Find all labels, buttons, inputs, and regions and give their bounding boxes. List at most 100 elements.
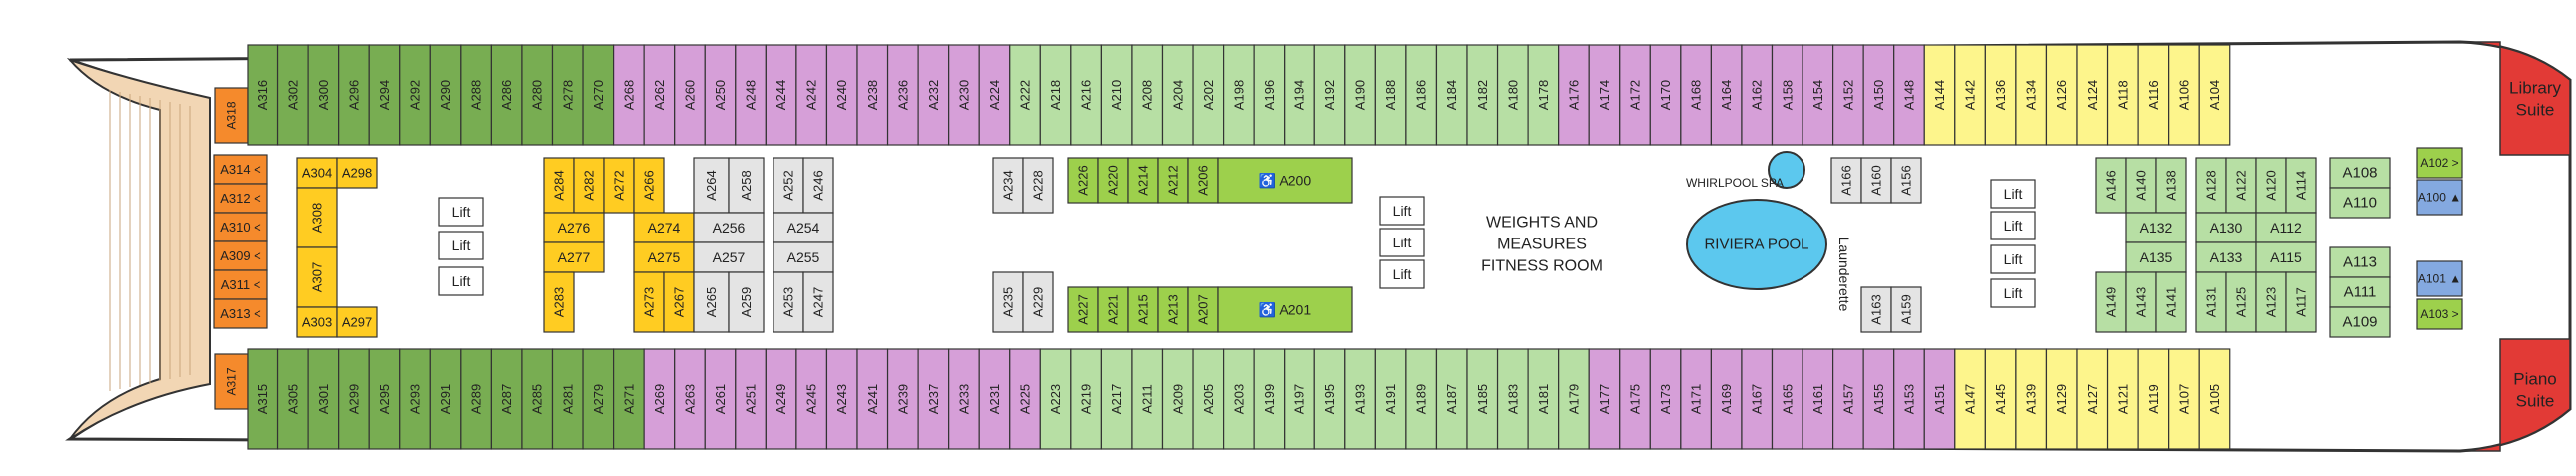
cabin-box[interactable] bbox=[2076, 44, 2109, 146]
cabin-box[interactable] bbox=[551, 348, 584, 450]
lift-box[interactable] bbox=[438, 197, 484, 227]
cabin-box[interactable] bbox=[1284, 44, 1315, 146]
cabin-A245[interactable]: A245 bbox=[795, 348, 828, 450]
cabin-A175[interactable]: A175 bbox=[1619, 348, 1651, 450]
cabin-box[interactable] bbox=[765, 348, 797, 450]
cabin-box[interactable] bbox=[2198, 348, 2231, 450]
cabin-A237[interactable]: A237 bbox=[917, 348, 950, 450]
cabin-box[interactable] bbox=[1022, 157, 1054, 214]
cabin-A129[interactable]: A129 bbox=[2045, 348, 2078, 450]
cabin-box[interactable] bbox=[1067, 286, 1099, 333]
cabin-box[interactable] bbox=[399, 44, 431, 146]
cabin-box[interactable] bbox=[1831, 44, 1864, 146]
cabin-box[interactable] bbox=[1435, 348, 1468, 450]
cabin-A240[interactable]: A240 bbox=[825, 44, 858, 146]
cabin-box[interactable] bbox=[307, 348, 340, 450]
cabin-box[interactable] bbox=[2416, 147, 2463, 179]
cabin-A281[interactable]: A281 bbox=[551, 348, 584, 450]
cabin-A232[interactable]: A232 bbox=[917, 44, 950, 146]
cabin-A113[interactable]: A113 bbox=[2329, 246, 2391, 278]
cabin-box[interactable] bbox=[992, 157, 1024, 214]
cabin-A246[interactable]: A246 bbox=[802, 157, 834, 214]
lift[interactable]: Lift bbox=[1379, 259, 1425, 289]
cabin-box[interactable] bbox=[917, 348, 950, 450]
cabin-A218[interactable]: A218 bbox=[1039, 44, 1072, 146]
cabin-A209[interactable]: A209 bbox=[1161, 348, 1194, 450]
lift-box[interactable] bbox=[438, 266, 484, 296]
cabin-box[interactable] bbox=[2045, 348, 2078, 450]
cabin-A292[interactable]: A292 bbox=[399, 44, 431, 146]
lift[interactable]: Lift bbox=[1990, 211, 2036, 240]
cabin-A277[interactable]: A277 bbox=[543, 241, 605, 273]
cabin-A273[interactable]: A273 bbox=[633, 271, 665, 333]
cabin-A196[interactable]: A196 bbox=[1253, 44, 1286, 146]
cabin-box[interactable] bbox=[1741, 348, 1774, 450]
cabin-A225[interactable]: A225 bbox=[1009, 348, 1041, 450]
lift-box[interactable] bbox=[438, 231, 484, 260]
cabin-box[interactable] bbox=[582, 348, 615, 450]
cabin-A272[interactable]: A272 bbox=[603, 157, 635, 214]
cabin-box[interactable] bbox=[728, 157, 765, 214]
cabin-box[interactable] bbox=[1771, 44, 1803, 146]
cabin-A293[interactable]: A293 bbox=[399, 348, 431, 450]
cabin-A195[interactable]: A195 bbox=[1313, 348, 1346, 450]
cabin-A280[interactable]: A280 bbox=[521, 44, 554, 146]
lift-box[interactable] bbox=[1379, 228, 1425, 257]
cabin-A317[interactable]: A317 bbox=[214, 353, 249, 410]
cabin-box[interactable] bbox=[1070, 348, 1102, 450]
cabin-A311 <[interactable]: A311 < bbox=[213, 269, 268, 300]
cabin-box[interactable] bbox=[1157, 157, 1189, 204]
cabin-box[interactable] bbox=[1984, 44, 2017, 146]
cabin-A170[interactable]: A170 bbox=[1649, 44, 1682, 146]
cabin-A191[interactable]: A191 bbox=[1374, 348, 1407, 450]
cabin-box[interactable] bbox=[948, 348, 980, 450]
cabin-box[interactable] bbox=[2329, 306, 2391, 338]
cabin-box[interactable] bbox=[1954, 348, 1986, 450]
cabin-box[interactable] bbox=[582, 44, 615, 146]
lift[interactable]: Lift bbox=[1379, 228, 1425, 257]
cabin-box[interactable] bbox=[2045, 44, 2078, 146]
cabin-A266[interactable]: A266 bbox=[633, 157, 665, 214]
cabin-box[interactable] bbox=[795, 44, 828, 146]
cabin-A207[interactable]: A207 bbox=[1187, 286, 1219, 333]
cabin-box[interactable] bbox=[735, 44, 767, 146]
cabin-A286[interactable]: A286 bbox=[490, 44, 523, 146]
cabin-box[interactable] bbox=[773, 271, 804, 333]
cabin-box[interactable] bbox=[612, 44, 645, 146]
cabin-A145[interactable]: A145 bbox=[1984, 348, 2017, 450]
cabin-A135[interactable]: A135 bbox=[2125, 241, 2187, 273]
cabin-box[interactable] bbox=[429, 348, 462, 450]
cabin-A250[interactable]: A250 bbox=[704, 44, 737, 146]
lift[interactable]: Lift bbox=[1990, 179, 2036, 209]
cabin-A100 ▲[interactable]: A100 ▲ bbox=[2416, 179, 2463, 216]
cabin-A156[interactable]: A156 bbox=[1890, 157, 1922, 204]
cabin-box[interactable] bbox=[1192, 348, 1225, 450]
cabin-box[interactable] bbox=[338, 348, 370, 450]
cabin-box[interactable] bbox=[704, 348, 737, 450]
cabin-A151[interactable]: A151 bbox=[1923, 348, 1956, 450]
cabin-♿ A201[interactable]: ♿ A201 bbox=[1217, 286, 1353, 333]
cabin-A198[interactable]: A198 bbox=[1222, 44, 1255, 146]
cabin-box[interactable] bbox=[1860, 157, 1892, 204]
cabin-A179[interactable]: A179 bbox=[1558, 348, 1590, 450]
cabin-box[interactable] bbox=[886, 44, 919, 146]
lift-box[interactable] bbox=[1379, 259, 1425, 289]
cabin-A199[interactable]: A199 bbox=[1253, 348, 1286, 450]
cabin-box[interactable] bbox=[825, 348, 858, 450]
cabin-A163[interactable]: A163 bbox=[1860, 286, 1892, 333]
cabin-box[interactable] bbox=[1741, 44, 1774, 146]
cabin-A279[interactable]: A279 bbox=[582, 348, 615, 450]
cabin-box[interactable] bbox=[1070, 44, 1102, 146]
cabin-box[interactable] bbox=[2255, 212, 2317, 243]
cabin-A194[interactable]: A194 bbox=[1284, 44, 1315, 146]
cabin-box[interactable] bbox=[247, 44, 279, 146]
cabin-A183[interactable]: A183 bbox=[1496, 348, 1529, 450]
cabin-box[interactable] bbox=[551, 44, 584, 146]
cabin-box[interactable] bbox=[1588, 348, 1621, 450]
cabin-A213[interactable]: A213 bbox=[1157, 286, 1189, 333]
cabin-A132[interactable]: A132 bbox=[2125, 212, 2187, 243]
cabin-A205[interactable]: A205 bbox=[1192, 348, 1225, 450]
cabin-box[interactable] bbox=[521, 348, 554, 450]
cabin-box[interactable] bbox=[1954, 44, 1986, 146]
cabin-A149[interactable]: A149 bbox=[2095, 271, 2127, 333]
